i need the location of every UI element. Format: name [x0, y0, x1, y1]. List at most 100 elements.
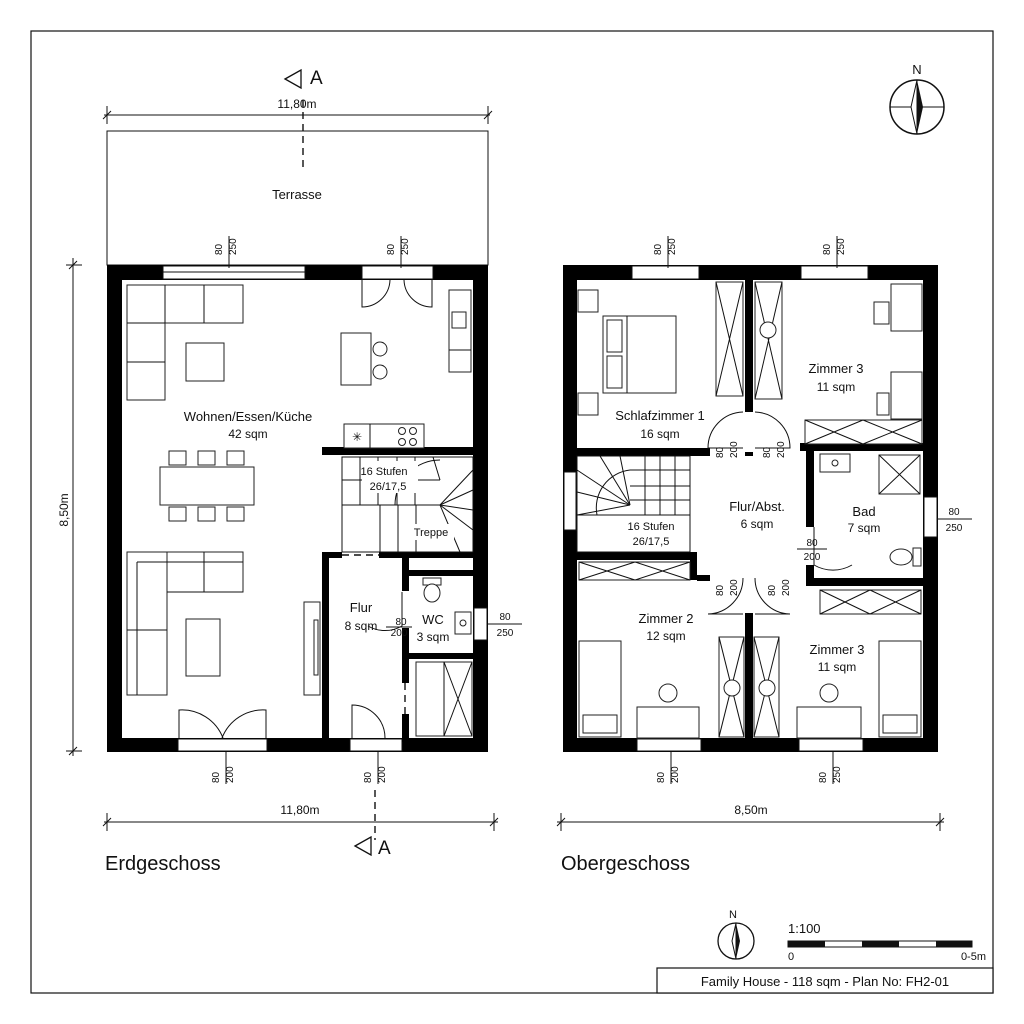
terrace-label: Terrasse — [272, 187, 322, 202]
north-label-small: N — [729, 909, 737, 921]
section-mark-top: A — [310, 68, 323, 89]
opening-6-w: 80 — [363, 771, 374, 783]
opening-5-w: 80 — [211, 771, 222, 783]
section-arrow-top — [283, 68, 302, 90]
wc-name: WC — [422, 612, 444, 627]
master-bed — [577, 289, 677, 416]
room2-bed — [578, 640, 622, 738]
width-label-bottom: 11,80m — [280, 803, 319, 817]
window-room3a — [800, 265, 869, 280]
stairs-label: Treppe — [414, 527, 448, 539]
window-bath — [923, 496, 938, 538]
upper-stairs-ratio: 26/17,5 — [633, 536, 670, 548]
patio-door — [177, 738, 268, 752]
ground-floor-title: Erdgeschoss — [105, 853, 221, 875]
room2-desk — [636, 706, 700, 739]
living-room-area: 42 sqm — [228, 427, 267, 441]
living-room-name: Wohnen/Essen/Küche — [184, 409, 312, 424]
upper-hall-name: Flur/Abst. — [729, 499, 785, 514]
opening-2-h: 250 — [400, 238, 411, 255]
entrance-door-opening — [349, 738, 403, 752]
upper-width-label: 8,50m — [734, 803, 767, 817]
coffee-table-top — [185, 342, 225, 382]
opening-5-h: 200 — [225, 766, 236, 783]
room2-shelf — [578, 561, 691, 581]
up-opening-5-w: 80 — [948, 507, 960, 518]
upper-hall-area: 6 sqm — [741, 517, 774, 531]
width-label-top: 11,80m — [277, 97, 316, 111]
fridge-symbol: ✳ — [352, 430, 362, 444]
stairs-ratio: 26/17,5 — [370, 481, 407, 493]
wc-window — [473, 607, 488, 641]
up-opening-7-h: 200 — [729, 579, 740, 596]
up-opening-6-w: 80 — [806, 538, 818, 549]
room3b-name: Zimmer 3 — [810, 642, 865, 657]
scale-end: 0-5m — [961, 951, 986, 963]
bath-area: 7 sqm — [848, 521, 881, 535]
room3a-name: Zimmer 3 — [809, 361, 864, 376]
up-opening-1-w: 80 — [653, 243, 664, 255]
kitchen-counter — [448, 289, 472, 373]
opening-2-w: 80 — [386, 243, 397, 255]
dining-table — [159, 450, 255, 522]
bath-toilet — [912, 547, 922, 567]
window-room2 — [636, 738, 702, 752]
north-label-top: N — [912, 62, 921, 77]
room2-area: 12 sqm — [646, 629, 685, 643]
up-opening-9-w: 80 — [656, 771, 667, 783]
stairs-steps: 16 Stufen — [360, 466, 407, 478]
scale-start: 0 — [788, 951, 794, 963]
room3a-area: 11 sqm — [817, 380, 855, 394]
window-stairs — [563, 471, 577, 531]
up-opening-1-h: 250 — [667, 238, 678, 255]
room3b-area: 11 sqm — [818, 660, 856, 674]
room2-name: Zimmer 2 — [639, 611, 694, 626]
coffee-table-bottom — [185, 618, 221, 677]
scale-ratio: 1:100 — [788, 921, 821, 936]
up-opening-8-w: 80 — [767, 584, 778, 596]
height-label-left: 8,50m — [57, 493, 71, 526]
up-opening-4-w: 80 — [762, 446, 773, 458]
up-opening-2-w: 80 — [822, 243, 833, 255]
up-opening-5-h: 250 — [946, 523, 963, 534]
up-opening-9-h: 200 — [670, 766, 681, 783]
staircase-upper — [576, 455, 691, 553]
title-block — [656, 967, 994, 994]
north-arrow-small-icon: N — [717, 909, 755, 960]
upper-floor-title: Obergeschoss — [561, 853, 690, 875]
north-arrow-icon: N — [889, 62, 945, 135]
hall-area: 8 sqm — [345, 619, 378, 633]
up-opening-3-h: 200 — [729, 441, 740, 458]
sofa-top — [126, 284, 244, 401]
up-opening-10-h: 250 — [832, 766, 843, 783]
room3b-bed — [878, 640, 922, 738]
master-name: Schlafzimmer 1 — [615, 408, 705, 423]
kitchen-island — [340, 332, 372, 386]
ground-floor-plan: Terrasse A 11,80m 8,50m — [57, 68, 522, 875]
opening-3-w: 80 — [395, 617, 407, 628]
up-opening-10-w: 80 — [818, 771, 829, 783]
opening-1-w: 80 — [214, 243, 225, 255]
room3a-shelf — [804, 419, 923, 445]
upper-floor-plan: Schlafzimmer 1 16 sqm Zimmer 3 11 sqm — [556, 236, 972, 875]
hall-name: Flur — [350, 600, 373, 615]
room3b-shelf — [819, 589, 922, 615]
opening-1-h: 250 — [228, 238, 239, 255]
section-mark-bottom: A — [378, 838, 391, 859]
room3a-desk — [890, 283, 923, 332]
master-area: 16 sqm — [640, 427, 679, 441]
sofa-bottom — [126, 551, 244, 696]
up-opening-8-h: 200 — [781, 579, 792, 596]
opening-4-w: 80 — [499, 612, 511, 623]
up-opening-2-h: 250 — [836, 238, 847, 255]
window-room3b — [798, 738, 864, 752]
window-master — [631, 265, 700, 280]
up-opening-7-w: 80 — [715, 584, 726, 596]
sheet-border — [30, 30, 994, 994]
section-arrow-bottom — [353, 835, 372, 857]
terrace-door — [361, 265, 434, 280]
room3b-desk — [796, 706, 862, 739]
upper-stairs-steps: 16 Stufen — [627, 521, 674, 533]
title-block-text: Family House - 118 sqm - Plan No: FH2-01 — [701, 974, 949, 989]
